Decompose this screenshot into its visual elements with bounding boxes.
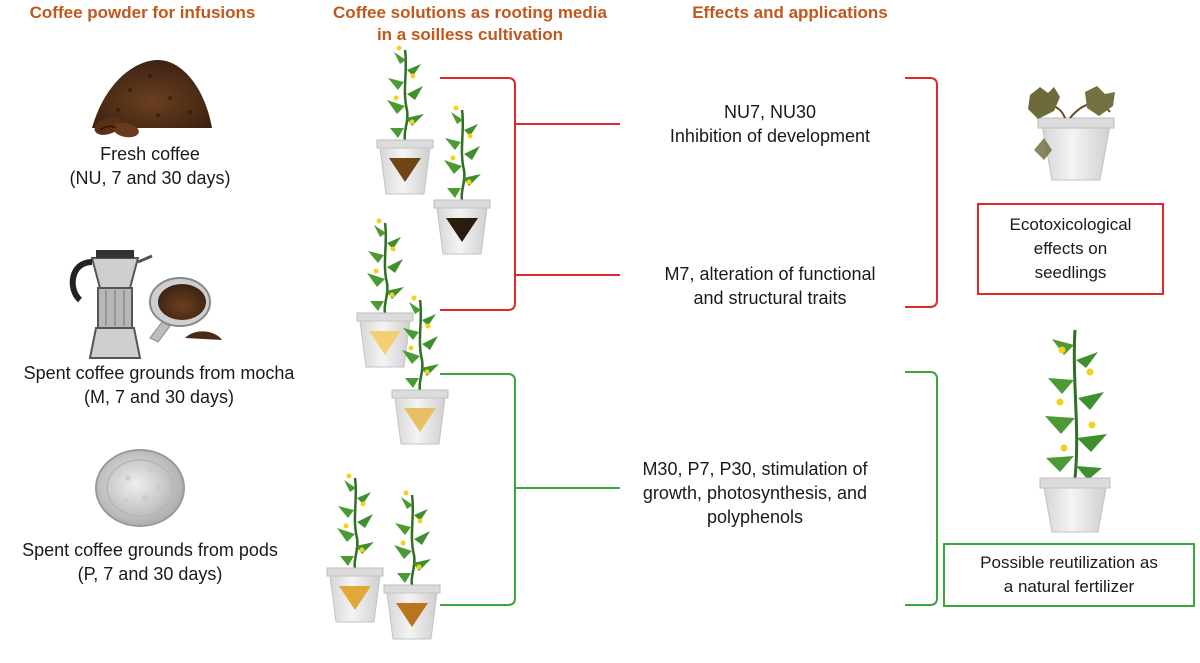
effect-inhibition: NU7, NU30 Inhibition of development bbox=[669, 102, 871, 146]
effect-stimulation: M30, P7, P30, stimulation of growth, pho… bbox=[642, 459, 868, 527]
label-spent-pods: Spent coffee grounds from pods (P, 7 and… bbox=[22, 540, 278, 584]
bracket-negative-effects bbox=[440, 77, 620, 311]
wilted-plant-icon bbox=[1028, 86, 1115, 181]
header-effects-applications: Effects and applications bbox=[692, 3, 888, 22]
bracket-ecotox-right bbox=[905, 77, 938, 308]
seedling-pods-2 bbox=[383, 489, 441, 640]
effect-alteration: M7, alteration of functional and structu… bbox=[664, 264, 876, 308]
mocha-filter-funnel-icon bbox=[149, 277, 222, 343]
bracket-fertilizer-right bbox=[905, 371, 938, 606]
label-fresh-coffee: Fresh coffee (NU, 7 and 30 days) bbox=[69, 144, 231, 188]
seedling-mocha-2 bbox=[391, 294, 449, 445]
outcome-ecotoxicological-box: Ecotoxicological effects on seedlings bbox=[977, 203, 1164, 295]
coffee-pod-icon bbox=[95, 449, 185, 527]
healthy-plant-icon bbox=[1039, 329, 1111, 533]
seedling-mocha-1 bbox=[356, 217, 414, 368]
mocha-pot-icon bbox=[69, 250, 153, 359]
seedling-pods-1 bbox=[326, 472, 384, 623]
seedling-fresh-coffee-1 bbox=[376, 44, 434, 195]
header-coffee-powder: Coffee powder for infusions bbox=[29, 3, 256, 22]
outcome-fertilizer-box: Possible reutilization as a natural fert… bbox=[943, 543, 1195, 607]
seedling-fresh-coffee-2 bbox=[433, 104, 491, 255]
bracket-positive-effects bbox=[440, 373, 620, 606]
header-coffee-solutions: Coffee solutions as rooting media in a s… bbox=[333, 3, 607, 44]
label-spent-mocha: Spent coffee grounds from mocha (M, 7 an… bbox=[23, 363, 295, 407]
coffee-powder-icon bbox=[92, 60, 212, 138]
